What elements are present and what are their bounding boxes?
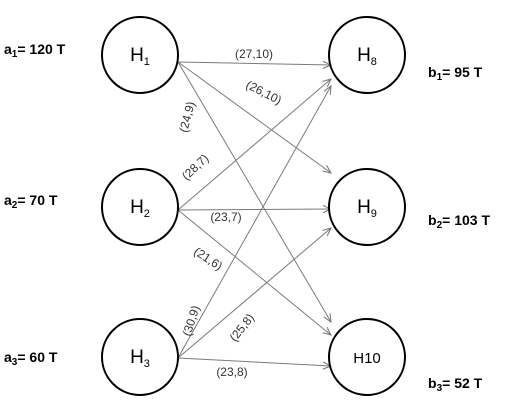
node-label: H1 <box>130 45 150 68</box>
sink-node-3: H10 <box>328 318 406 396</box>
edge-h1-to-sink-1 <box>177 62 331 65</box>
source-node-2: H2 <box>101 168 179 246</box>
node-label: H8 <box>357 45 377 68</box>
node-circle <box>101 318 179 396</box>
edge-h1-to-sink-3 <box>177 61 331 322</box>
node-circle <box>101 168 179 246</box>
edge-label: (25,8) <box>227 311 257 344</box>
node-circle <box>328 168 406 246</box>
source-node-1: H1 <box>101 16 179 94</box>
edge-label: (24,9) <box>176 100 198 134</box>
demand-label-2: b2= 103 T <box>428 212 490 231</box>
source-node-3: H3 <box>101 318 179 396</box>
edge-h3-to-sink-1 <box>177 86 331 359</box>
edge-label: (28,7) <box>179 151 211 183</box>
edge-h1-to-sink-2 <box>177 61 331 173</box>
node-label: H10 <box>353 350 381 367</box>
edge-h3-to-sink-2 <box>177 228 331 359</box>
edge-label: (26,10) <box>244 78 284 108</box>
demand-label-3: b3= 52 T <box>428 375 483 394</box>
edges: (27,10)(26,10)(24,9)(28,7)(23,7)(21,6)(3… <box>176 47 331 379</box>
supply-label-3: a3= 60 T <box>4 349 58 368</box>
edge-label: (27,10) <box>235 47 273 61</box>
node-circle <box>328 318 406 396</box>
edge-label: (21,6) <box>191 244 225 273</box>
edge-label: (23,7) <box>210 210 241 224</box>
edge-h2-to-sink-1 <box>177 79 331 211</box>
node-label: H9 <box>357 197 377 220</box>
edge-h3-to-sink-3 <box>177 357 331 366</box>
sink-node-2: H9 <box>328 168 406 246</box>
edge-h2-to-sink-3 <box>177 209 331 335</box>
node-label: H3 <box>130 347 150 370</box>
node-circle <box>101 16 179 94</box>
supply-label-1: a1= 120 T <box>4 41 66 60</box>
demand-label-1: b1= 95 T <box>428 64 483 83</box>
supply-label-2: a2= 70 T <box>4 192 58 211</box>
node-circle <box>328 16 406 94</box>
node-label: H2 <box>130 197 150 220</box>
side-labels: a1= 120 T a2= 70 T a3= 60 T b1= 95 T b2= 103… <box>4 41 490 394</box>
edge-h2-to-sink-2 <box>177 209 331 210</box>
edge-label: (23,8) <box>216 365 247 379</box>
sink-node-1: H8 <box>328 16 406 94</box>
